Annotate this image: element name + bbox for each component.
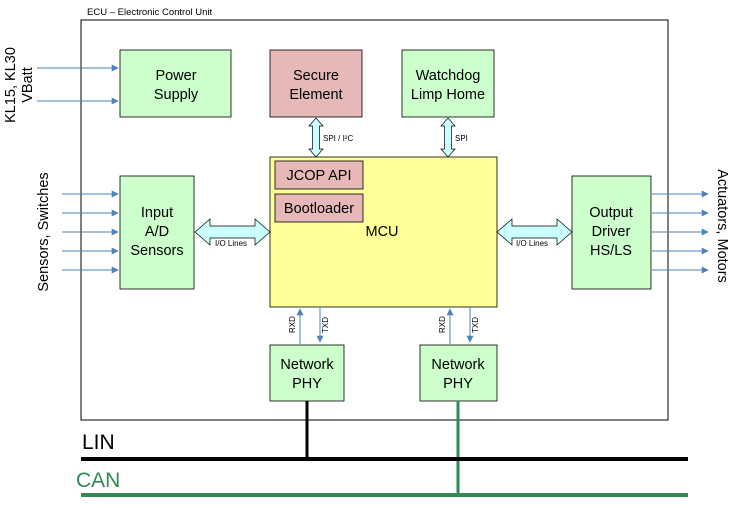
output-label-1: Output (589, 205, 633, 221)
spi-label: SPI (455, 134, 468, 143)
io-lines-left-arrow (194, 218, 271, 246)
input-label-1: Input (141, 205, 173, 221)
phy2-rxd-label: RXD (438, 316, 447, 333)
input-label-3: Sensors (130, 243, 183, 259)
phy1-rxd-label: RXD (288, 316, 297, 333)
sensors-label: Sensors, Switches (36, 172, 52, 291)
watchdog-block (401, 49, 495, 118)
power-input-label-2: VBatt (20, 67, 36, 102)
watchdog-label-2: Limp Home (411, 87, 485, 103)
secure-element-block (269, 49, 363, 118)
power-supply-block (119, 49, 232, 118)
can-bus-label: CAN (76, 469, 120, 492)
secure-element-label-2: Element (289, 87, 342, 103)
output-block (571, 175, 652, 290)
input-block (119, 175, 195, 290)
phy1-rxd-txd-lines (296, 307, 324, 344)
phy2-rxd-txd-lines (446, 307, 474, 344)
spi-i2c-label: SPI / I²C (323, 134, 353, 143)
network-phy-2-label-1: Network (431, 357, 485, 373)
network-phy-1-label-1: Network (280, 357, 334, 373)
watchdog-label-1: Watchdog (416, 68, 481, 84)
bootloader-block (274, 193, 364, 223)
network-phy-1-block (269, 344, 345, 402)
power-input-lines (37, 64, 119, 105)
output-label-2: Driver (592, 224, 631, 240)
power-supply-label-2: Supply (154, 87, 199, 103)
io-lines-right-label: I/O Lines (516, 239, 548, 248)
network-phy-2-label-2: PHY (443, 376, 473, 392)
network-phy-1-label-2: PHY (292, 376, 322, 392)
mcu-block (269, 156, 498, 308)
output-label-3: HS/LS (590, 243, 632, 259)
input-label-2: A/D (145, 224, 169, 240)
ecu-title: ECU – Electronic Control Unit (87, 7, 212, 18)
secure-element-label-1: Secure (293, 68, 339, 84)
network-phy-2-block (419, 344, 498, 402)
power-supply-label-1: Power (155, 68, 196, 84)
power-input-label-1: KL15, KL30 (3, 47, 19, 123)
mcu-label: MCU (365, 224, 398, 240)
jcop-api-block (274, 160, 364, 190)
sensor-input-lines (62, 190, 119, 274)
actuators-label: Actuators, Motors (714, 169, 730, 283)
lin-bus-label: LIN (82, 431, 115, 454)
phy2-txd-label: TXD (471, 317, 480, 333)
phy1-txd-label: TXD (321, 317, 330, 333)
bootloader-label: Bootloader (284, 201, 354, 217)
actuator-output-lines (652, 190, 709, 274)
jcop-api-label: JCOP API (286, 168, 351, 184)
io-lines-left-label: I/O Lines (215, 239, 247, 248)
